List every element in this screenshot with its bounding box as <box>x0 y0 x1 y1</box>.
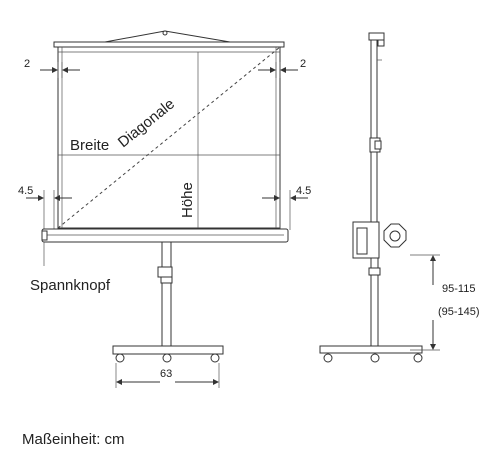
caster-wheel <box>370 353 380 363</box>
unit-note: Maßeinheit: cm <box>22 431 125 448</box>
roller-housing <box>41 228 289 243</box>
screen-top-bar <box>53 30 285 48</box>
housing-side <box>352 221 407 259</box>
svg-text:63: 63 <box>160 368 172 380</box>
svg-text:95-115: 95-115 <box>442 283 475 295</box>
side-margin-dimension-left: 4.5 <box>18 185 72 230</box>
side-margin-dimension-right: 4.5 <box>262 185 311 230</box>
height-dimension: 95-115 (95-145) <box>410 254 480 351</box>
base-width-dimension: 63 <box>115 363 220 388</box>
width-label: Breite <box>70 137 109 154</box>
side-base <box>319 345 423 363</box>
caster-wheel <box>413 353 423 363</box>
caster-wheel <box>323 353 333 363</box>
upper-pole <box>370 39 378 226</box>
diagonal-label: Diagonale <box>115 95 178 151</box>
front-view: Breite Diagonale Höhe 2 2 4.5 <box>18 30 311 388</box>
svg-text:4.5: 4.5 <box>296 185 311 197</box>
screen-surface <box>57 46 281 229</box>
svg-text:4.5: 4.5 <box>18 185 33 197</box>
caster-wheel <box>115 353 125 363</box>
top-margin-dimension-left: 2 <box>24 58 80 78</box>
top-margin-dimension-right: 2 <box>258 58 306 78</box>
svg-text:(95-145): (95-145) <box>438 306 480 318</box>
svg-text:2: 2 <box>300 58 306 70</box>
side-view: 95-115 (95-145) <box>319 32 480 363</box>
tension-knob-label: Spannknopf <box>30 277 111 294</box>
stand-pole <box>157 241 173 353</box>
height-label: Höhe <box>179 182 196 218</box>
svg-text:2: 2 <box>24 58 30 70</box>
stand-base <box>112 345 224 363</box>
caster-wheel <box>162 353 172 363</box>
caster-wheel <box>210 353 220 363</box>
